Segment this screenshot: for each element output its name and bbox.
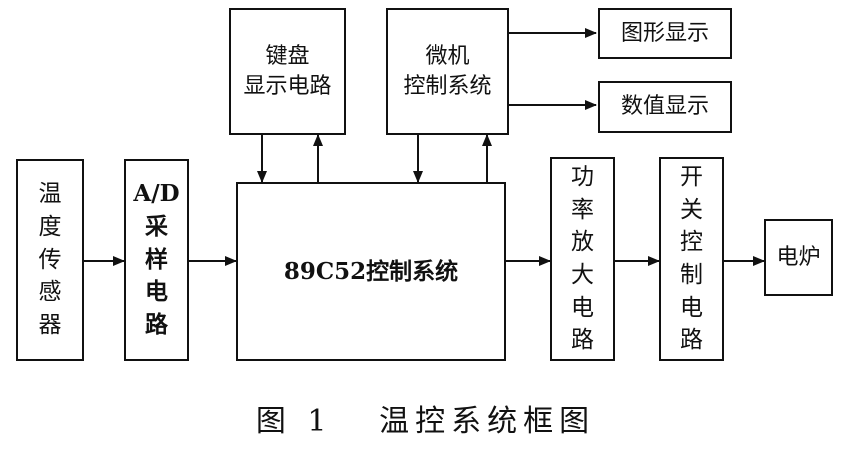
box-power-amplifier: 功 率 放 大 电 路 — [550, 157, 615, 361]
box-temperature-sensor: 温 度 传 感 器 — [16, 159, 84, 361]
box-microcomputer-control: 微机 控制系统 — [386, 8, 509, 135]
box-power-amplifier-label: 功 率 放 大 电 路 — [571, 164, 594, 354]
box-microcomputer-label: 微机 控制系统 — [403, 43, 492, 99]
figure-caption: 图 1 温控系统框图 — [255, 404, 596, 439]
box-graphic-display: 图形显示 — [598, 8, 732, 59]
box-keyboard-display-label: 键盘 显示电路 — [243, 43, 332, 99]
box-ad-sampling-label: A/D 采 样 电 路 — [133, 180, 180, 338]
box-numeric-display-label: 数值显示 — [620, 94, 709, 120]
box-electric-furnace: 电炉 — [764, 219, 833, 296]
box-numeric-display: 数值显示 — [598, 81, 732, 133]
box-keyboard-display-circuit: 键盘 显示电路 — [229, 8, 346, 135]
box-ad-sampling-circuit: A/D 采 样 电 路 — [124, 159, 189, 361]
box-electric-furnace-label: 电炉 — [776, 244, 821, 270]
box-graphic-display-label: 图形显示 — [620, 20, 709, 46]
box-switch-control: 开 关 控 制 电 路 — [659, 157, 724, 361]
box-89c52-controller-label: 89C52控制系统 — [283, 257, 459, 285]
box-89c52-controller: 89C52控制系统 — [236, 182, 506, 361]
box-switch-control-label: 开 关 控 制 电 路 — [680, 164, 703, 354]
box-temperature-sensor-label: 温 度 传 感 器 — [38, 181, 62, 338]
